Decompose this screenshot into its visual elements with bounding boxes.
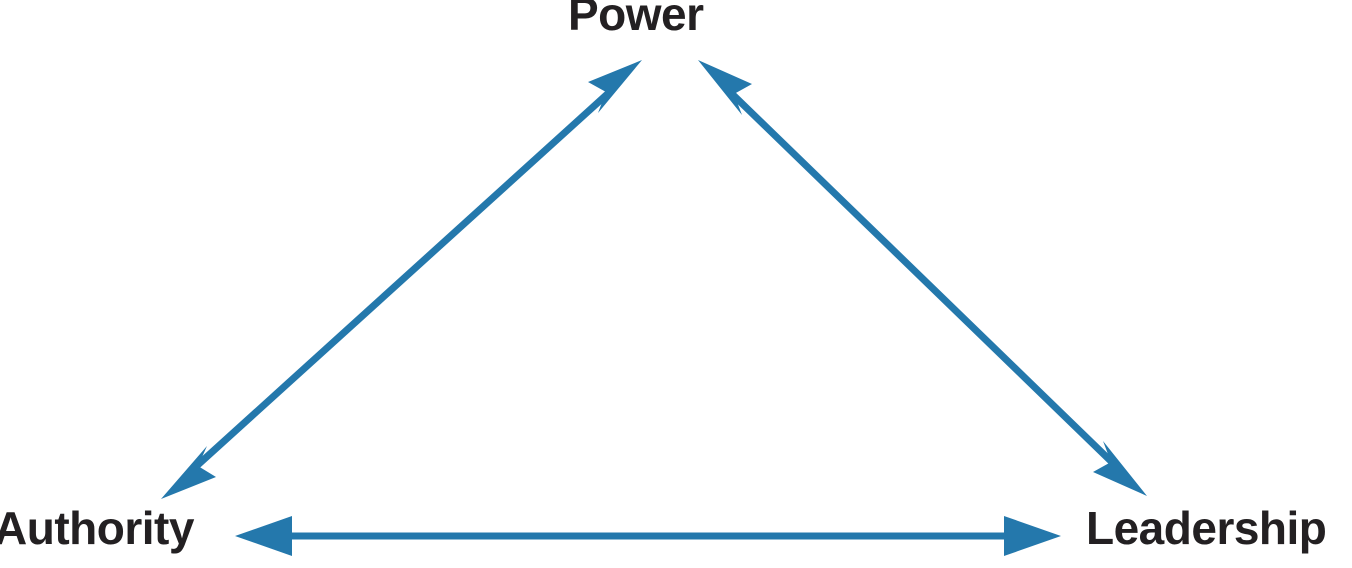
arrowhead-toward-power-right [698,60,752,115]
arrowhead-toward-leadership-horizontal [1004,516,1061,556]
node-label-authority: Authority [0,502,194,554]
connector-authority-power-shaft [187,85,617,475]
node-label-power: Power [568,0,704,40]
connector-power-leadership [698,60,1147,496]
connector-authority-power [161,60,642,499]
arrowhead-toward-authority-diagonal [161,446,216,499]
connector-authority-leadership [235,516,1061,556]
connector-power-leadership-shaft [723,85,1123,473]
arrowhead-toward-authority-horizontal [235,516,292,556]
node-label-leadership: Leadership [1086,502,1327,554]
arrowhead-toward-power-left [588,60,642,113]
arrowhead-toward-leadership-diagonal [1093,441,1147,496]
